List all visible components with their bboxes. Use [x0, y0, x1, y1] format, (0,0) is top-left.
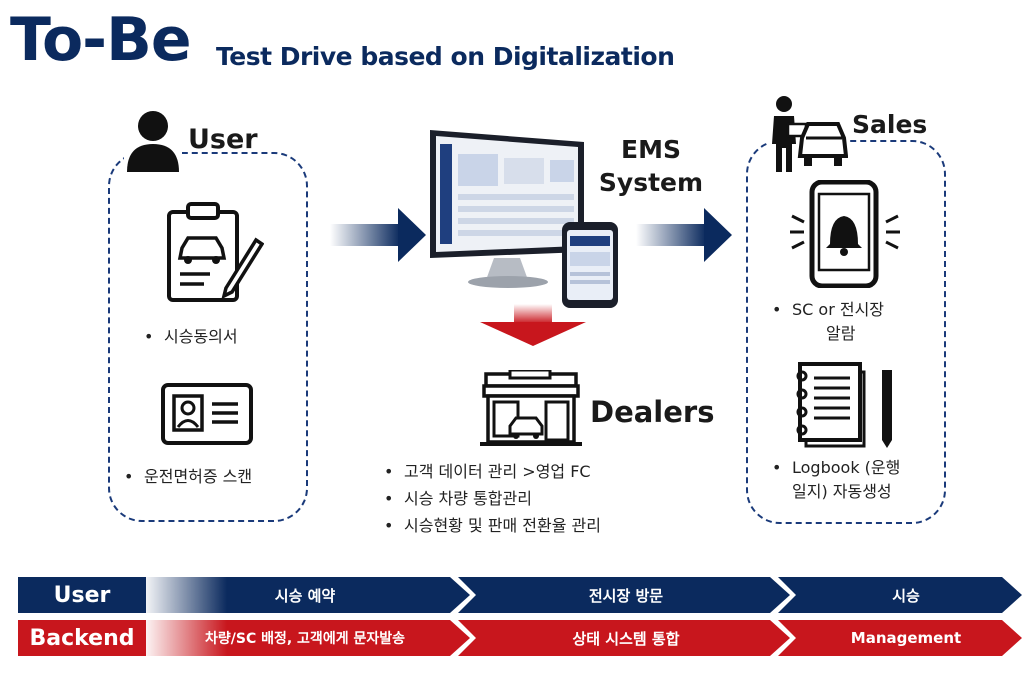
timeline-backend-bar: [146, 620, 1022, 656]
timeline-backend-step-1: 차량/SC 배정, 고객에게 문자발송: [205, 631, 405, 647]
arrow-right-icon: [636, 208, 732, 262]
user-item-consent: •시승동의서: [144, 327, 238, 346]
dealers-heading: Dealers: [590, 395, 715, 429]
arrow-right-icon: [330, 208, 426, 262]
clipboard-car-icon: [167, 202, 264, 302]
timeline-user-step-1: 시승 예약: [274, 586, 336, 605]
timeline-user-step-3: 시승: [892, 586, 920, 605]
arrow-down-icon: [480, 304, 586, 346]
timeline-backend-label: Backend: [18, 620, 146, 656]
timeline-user-label: User: [18, 577, 146, 613]
timeline-backend-step-3: Management: [850, 629, 962, 647]
ems-label-line2: System: [598, 167, 704, 197]
dealers-item-conversion: •시승현황 및 판매 전환율 관리: [384, 516, 601, 535]
dealer-store-icon: [480, 370, 582, 446]
timeline-backend-step-2: 상태 시스템 통합: [572, 629, 680, 648]
id-card-icon: [161, 383, 253, 445]
dealers-item-customer-data: •고객 데이터 관리 >영업 FC: [384, 462, 591, 481]
ems-system-label: EMS System: [596, 134, 706, 199]
sales-heading: Sales: [852, 110, 928, 139]
sales-item-logbook: •Logbook (운행 일지) 자동생성: [772, 458, 901, 501]
logbook-notebook-icon: [796, 362, 892, 448]
sales-item-alarm: •SC or 전시장 알람: [772, 300, 885, 343]
user-item-license-scan: •운전면허증 스캔: [124, 467, 253, 486]
salesperson-car-icon: [768, 94, 848, 174]
page-title: To-Be: [10, 5, 192, 75]
ems-monitor-image: [430, 130, 618, 308]
user-person-icon: [124, 111, 182, 172]
timeline-user-bar: [146, 577, 1022, 613]
dealers-item-vehicle-mgmt: •시승 차량 통합관리: [384, 489, 532, 508]
timeline-user-step-2: 전시장 방문: [588, 586, 664, 605]
page-subtitle: Test Drive based on Digitalization: [216, 42, 675, 71]
user-panel: [108, 152, 308, 522]
user-heading: User: [188, 124, 258, 155]
phone-bell-icon: [790, 180, 900, 288]
ems-label-line1: EMS: [621, 135, 681, 164]
